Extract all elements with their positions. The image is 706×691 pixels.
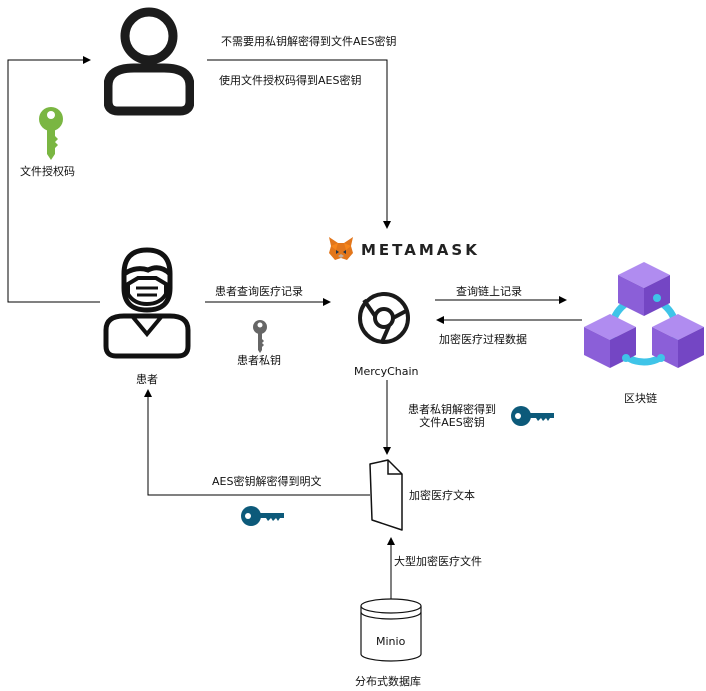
- arrow-document-to-patient: [144, 389, 370, 496]
- arrow-patient-to-user: [7, 56, 100, 303]
- label-decrypt-aes-line2: 文件AES密钥: [419, 416, 485, 429]
- label-query-records: 患者查询医疗记录: [215, 285, 303, 298]
- label-large-file: 大型加密医疗文件: [394, 555, 482, 568]
- patient-with-mask-icon: [103, 247, 191, 359]
- key-icon: [253, 320, 267, 353]
- key-icon: [511, 406, 554, 426]
- label-distributed-db: 分布式数据库: [355, 675, 421, 688]
- label-mercychain: MercyChain: [354, 365, 419, 378]
- label-use-auth-code: 使用文件授权码得到AES密钥: [219, 74, 362, 87]
- label-patient-private-key: 患者私钥: [237, 354, 281, 367]
- metamask-fox-icon: [329, 237, 353, 260]
- arrow-user-to-metamask: [207, 59, 391, 229]
- label-encrypted-text: 加密医疗文本: [409, 489, 475, 502]
- label-minio: Minio: [376, 635, 406, 648]
- blockchain-cubes-icon: [584, 262, 704, 368]
- label-aes-decrypt-plain: AES密钥解密得到明文: [212, 475, 322, 488]
- label-blockchain: 区块链: [624, 392, 657, 405]
- key-icon: [39, 107, 63, 160]
- user-outline-icon: [104, 7, 194, 116]
- key-icon: [241, 506, 284, 526]
- document-icon: [369, 459, 403, 531]
- label-query-chain: 查询链上记录: [456, 285, 522, 298]
- label-auth-code: 文件授权码: [20, 165, 75, 178]
- label-patient: 患者: [136, 373, 158, 386]
- cube-left: [584, 314, 636, 368]
- label-decrypt-aes-line1: 患者私钥解密得到: [408, 403, 496, 416]
- chain-logo-icon: [358, 292, 410, 344]
- label-no-private-key: 不需要用私钥解密得到文件AES密钥: [221, 35, 397, 48]
- metamask-wordmark: METAMASK: [361, 241, 480, 259]
- label-encrypted-data: 加密医疗过程数据: [439, 333, 527, 346]
- database-cylinder-icon: [360, 598, 422, 662]
